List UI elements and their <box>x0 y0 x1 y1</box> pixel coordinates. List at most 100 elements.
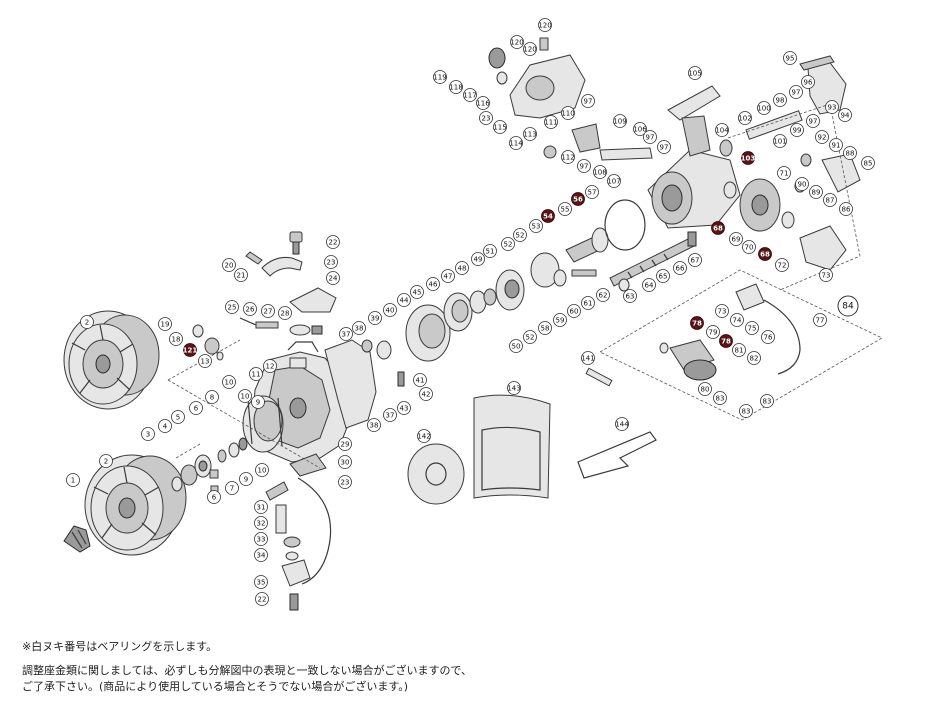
part-callout-28: 28 <box>278 306 292 320</box>
part-number-label: 95 <box>786 55 795 63</box>
part-number-label: 13 <box>201 358 210 366</box>
part-number-label: 38 <box>370 422 379 430</box>
part-callout-7: 7 <box>225 481 239 495</box>
part-number-label: 120 <box>538 22 551 30</box>
part-callout-76: 76 <box>761 330 775 344</box>
part-number-label: 51 <box>486 248 495 256</box>
part-number-label: 20 <box>225 262 234 270</box>
part-callout-10: 10 <box>222 375 236 389</box>
part-callout-13: 13 <box>198 354 212 368</box>
part-callout-67: 67 <box>688 253 702 267</box>
part-number-label: 62 <box>599 292 608 300</box>
part-number-label: 37 <box>342 331 351 339</box>
part-number-label: 10 <box>241 393 250 401</box>
part-callout-44: 44 <box>397 293 411 307</box>
drive-gear <box>723 178 847 271</box>
part-callout-141: 141 <box>581 351 595 365</box>
part-number-label: 81 <box>735 347 744 355</box>
part-callout-82: 82 <box>747 351 761 365</box>
part-number-label: 80 <box>701 386 710 394</box>
part-callout-112: 112 <box>561 150 575 164</box>
part-number-label: 53 <box>532 223 541 231</box>
part-number-label: 120 <box>523 46 536 54</box>
part-callout-65: 65 <box>656 269 670 283</box>
part-callout-23: 23 <box>338 475 352 489</box>
bail-wire-parts <box>265 453 332 611</box>
part-callout-117: 117 <box>463 88 477 102</box>
part-number-label: 119 <box>433 74 446 82</box>
part-callout-97: 97 <box>577 159 591 173</box>
part-number-label: 75 <box>748 325 757 333</box>
part-callout-73: 73 <box>819 268 833 282</box>
part-callout-97: 97 <box>643 130 657 144</box>
rotor-bearing-parts <box>361 304 451 387</box>
part-callout-113: 113 <box>523 127 537 141</box>
handle-assembly <box>719 55 847 157</box>
part-callout-75: 75 <box>745 321 759 335</box>
part-number-label: 90 <box>798 181 807 189</box>
part-number-label: 83 <box>742 408 751 416</box>
part-number-label: 49 <box>474 256 483 264</box>
part-number-label: 63 <box>626 293 635 301</box>
part-number-label: 5 <box>176 414 180 422</box>
part-callout-95: 95 <box>783 51 797 65</box>
part-number-label: 38 <box>355 325 364 333</box>
part-number-label: 33 <box>257 536 266 544</box>
part-callout-118: 118 <box>449 80 463 94</box>
part-number-label: 109 <box>613 118 626 126</box>
part-number-label: 113 <box>523 131 536 139</box>
part-callout-102: 102 <box>738 111 752 125</box>
part-number-label: 8 <box>210 394 214 402</box>
part-number-label: 97 <box>580 163 589 171</box>
part-callout-20: 20 <box>222 258 236 272</box>
part-number-label: 23 <box>341 479 350 487</box>
part-callout-54: 54 <box>541 209 555 223</box>
part-callout-90: 90 <box>795 177 809 191</box>
part-number-label: 68 <box>713 225 723 233</box>
part-number-label: 10 <box>258 467 267 475</box>
roller-cover <box>289 287 337 313</box>
part-callout-59: 59 <box>553 313 567 327</box>
part-callout-83: 83 <box>713 391 727 405</box>
part-number-label: 64 <box>645 282 654 290</box>
exploded-parts-diagram: 1201201201191181171162311511411311111097… <box>63 18 883 611</box>
part-callout-38: 38 <box>367 418 381 432</box>
part-number-label: 40 <box>386 307 395 315</box>
part-callout-9: 9 <box>251 395 265 409</box>
part-callout-64: 64 <box>642 278 656 292</box>
part-number-label: 58 <box>541 325 550 333</box>
part-number-label: 101 <box>773 138 786 146</box>
part-callout-33: 33 <box>254 532 268 546</box>
part-callout-120: 120 <box>510 35 524 49</box>
part-number-label: 59 <box>556 317 565 325</box>
part-number-label: 52 <box>504 241 513 249</box>
part-callout-45: 45 <box>410 285 424 299</box>
part-number-label: 60 <box>570 308 579 316</box>
part-callout-97: 97 <box>581 94 595 108</box>
part-number-label: 86 <box>842 206 851 214</box>
part-number-label: 92 <box>818 134 827 142</box>
part-callout-83: 83 <box>760 394 774 408</box>
part-number-label: 82 <box>750 355 759 363</box>
part-callout-21: 21 <box>234 268 248 282</box>
gear-housing <box>647 85 741 229</box>
part-callout-26: 26 <box>243 302 257 316</box>
part-callout-5: 5 <box>171 410 185 424</box>
part-number-label: 79 <box>709 329 718 337</box>
part-number-label: 31 <box>257 504 266 512</box>
bearing-note: ※白ヌキ番号はベアリングを示します。 <box>22 640 218 653</box>
part-callout-70: 70 <box>742 240 756 254</box>
part-number-label: 121 <box>183 347 198 355</box>
part-number-label: 144 <box>615 421 629 429</box>
part-number-label: 26 <box>246 306 255 314</box>
part-number-label: 115 <box>493 124 506 132</box>
part-callout-120: 120 <box>538 18 552 32</box>
handle-knob-assembly <box>659 283 801 381</box>
part-callout-37: 37 <box>383 408 397 422</box>
part-number-label: 45 <box>413 289 422 297</box>
part-callout-60: 60 <box>567 304 581 318</box>
part-callout-69: 69 <box>729 232 743 246</box>
part-callout-98: 98 <box>773 93 787 107</box>
part-number-label: 11 <box>252 371 261 379</box>
part-callout-142: 142 <box>417 429 431 443</box>
